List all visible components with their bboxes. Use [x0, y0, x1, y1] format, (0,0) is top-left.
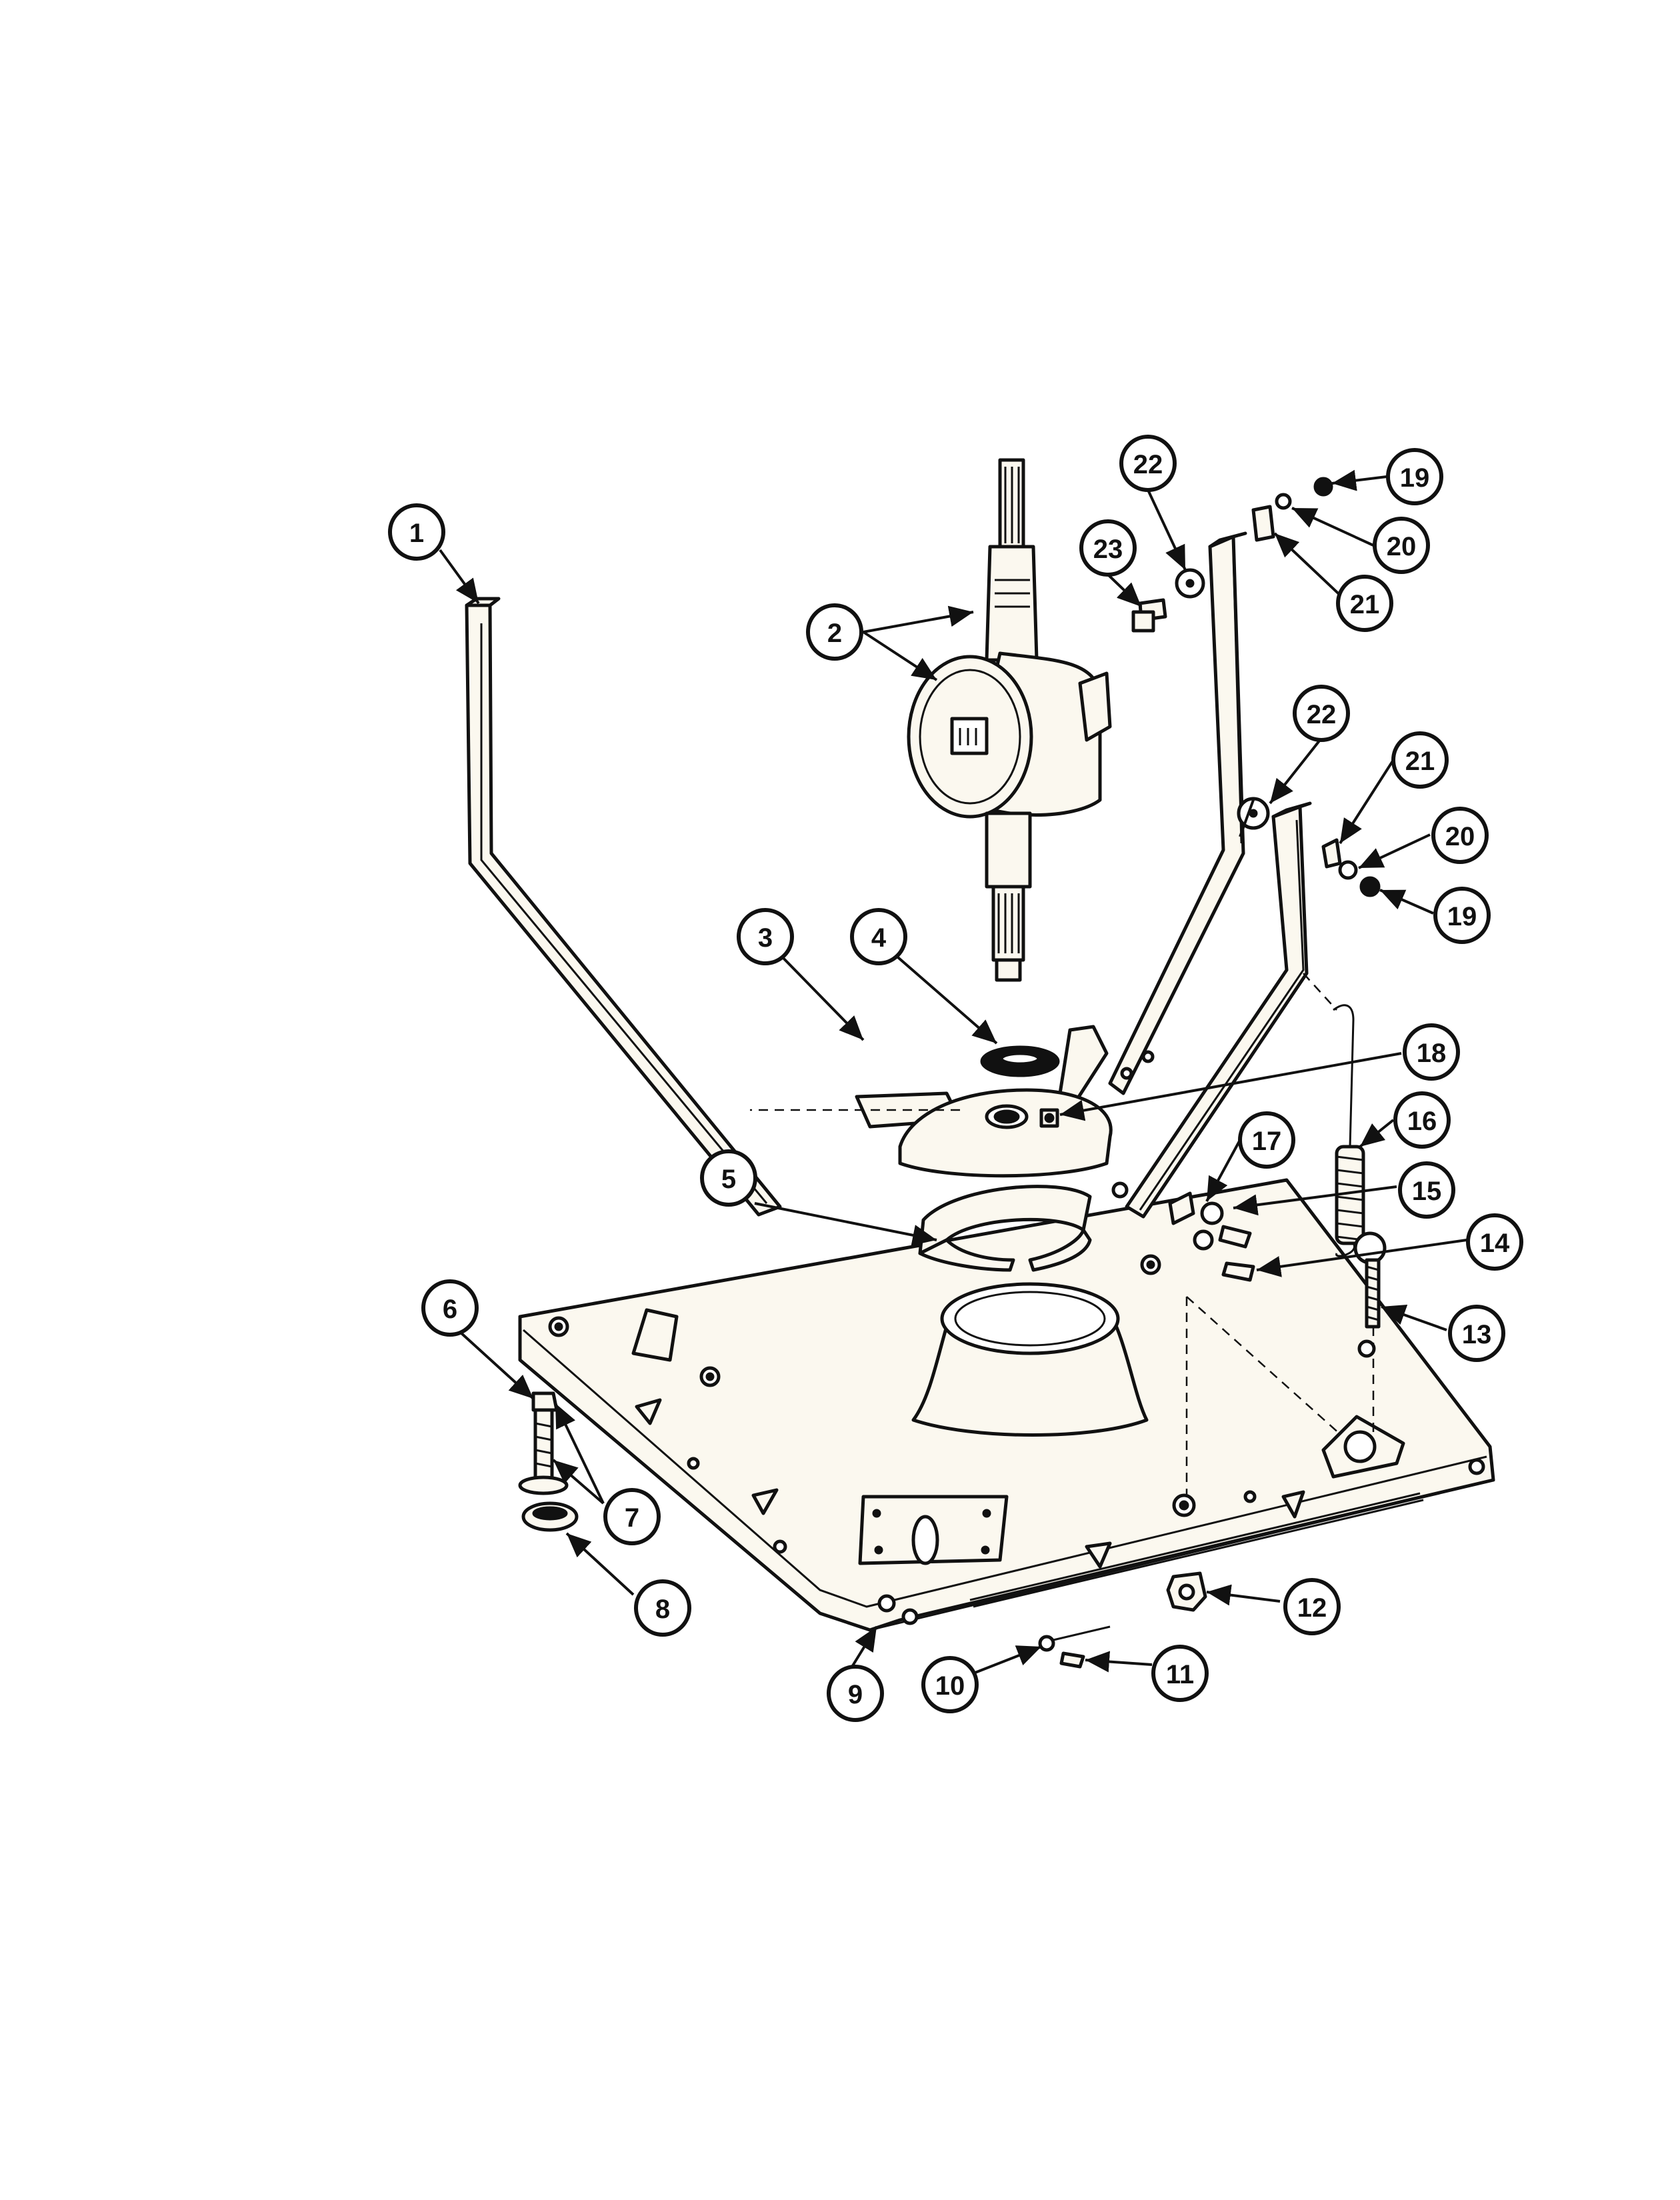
callout-21a: 21	[1336, 575, 1393, 632]
split-ring	[918, 1185, 1092, 1272]
callout-15: 15	[1398, 1161, 1455, 1219]
callout-circle	[806, 603, 863, 661]
front-right-strap	[1125, 801, 1337, 1219]
callout-13: 13	[1448, 1305, 1505, 1362]
callout-number: 20	[1387, 532, 1417, 561]
callout-18: 18	[1403, 1023, 1460, 1081]
callout-5: 5	[700, 1149, 757, 1207]
callout-7: 7	[603, 1488, 661, 1545]
callout-number: 22	[1133, 450, 1163, 479]
callout-number: 7	[625, 1503, 639, 1533]
callout-circle	[1119, 435, 1177, 492]
callout-circle	[421, 1279, 479, 1337]
callout-circle	[1391, 731, 1449, 789]
callout-20b: 20	[1431, 807, 1489, 864]
callout-number: 2	[827, 619, 842, 648]
callout-14: 14	[1466, 1213, 1523, 1271]
suspension-hub	[750, 1025, 1113, 1178]
callout-circle	[737, 908, 794, 965]
callout-circle	[1079, 519, 1137, 577]
leveling-leg	[518, 1391, 579, 1532]
callout-number: 19	[1400, 463, 1430, 493]
callout-number: 15	[1412, 1177, 1442, 1206]
callout-number: 16	[1407, 1107, 1437, 1136]
callout-circle	[850, 908, 907, 965]
base-plate	[518, 1178, 1495, 1632]
callout-circle	[1398, 1161, 1455, 1219]
callout-number: 23	[1093, 535, 1123, 564]
callout-8: 8	[634, 1579, 691, 1637]
callout-circle	[1238, 1111, 1295, 1169]
callout-16: 16	[1393, 1091, 1451, 1149]
callout-number: 9	[848, 1680, 863, 1709]
seal-ring	[980, 1045, 1060, 1077]
callout-19b: 19	[1433, 887, 1491, 944]
callout-circle	[700, 1149, 757, 1207]
callout-number: 10	[935, 1671, 965, 1701]
callout-number: 13	[1462, 1320, 1492, 1349]
callout-circle	[921, 1656, 979, 1713]
callout-circle	[1336, 575, 1393, 632]
callout-circle	[1403, 1023, 1460, 1081]
foot-nut	[1166, 1571, 1207, 1612]
callout-number: 18	[1417, 1039, 1447, 1068]
callout-number: 1	[409, 519, 424, 548]
spring	[1333, 1004, 1365, 1257]
callout-4: 4	[850, 908, 907, 965]
callout-22a: 22	[1119, 435, 1177, 492]
callout-3: 3	[737, 908, 794, 965]
callout-circle	[1448, 1305, 1505, 1362]
callout-21b: 21	[1391, 731, 1449, 789]
callout-11: 11	[1151, 1645, 1209, 1702]
callout-circle	[634, 1579, 691, 1637]
leader-lines	[439, 469, 1467, 1675]
callout-circle	[1293, 685, 1350, 742]
callout-number: 11	[1166, 1660, 1194, 1689]
callout-circle	[388, 503, 445, 561]
callout-17: 17	[1238, 1111, 1295, 1169]
eye-bolt	[1353, 1231, 1387, 1433]
callout-number: 6	[443, 1295, 457, 1324]
callout-number: 12	[1297, 1593, 1327, 1623]
callout-number: 20	[1445, 822, 1475, 851]
callout-number: 22	[1307, 700, 1337, 729]
callout-23: 23	[1079, 519, 1137, 577]
callout-circle	[1373, 517, 1430, 574]
callout-9: 9	[827, 1665, 884, 1722]
callout-circle	[1393, 1091, 1451, 1149]
callout-circle	[827, 1665, 884, 1722]
left-strap	[465, 597, 782, 1217]
rear-right-strap	[1108, 531, 1247, 1095]
callout-circle	[1386, 448, 1443, 505]
callout-10: 10	[921, 1656, 979, 1713]
callout-circle	[603, 1488, 661, 1545]
callout-circle	[1431, 807, 1489, 864]
callout-circle	[1283, 1578, 1341, 1635]
callout-12: 12	[1283, 1578, 1341, 1635]
transmission	[907, 458, 1112, 982]
callout-number: 3	[758, 923, 773, 953]
callout-number: 21	[1350, 590, 1380, 619]
callout-2: 2	[806, 603, 863, 661]
callout-number: 5	[721, 1165, 736, 1194]
callout-number: 19	[1447, 902, 1477, 931]
callout-1: 1	[388, 503, 445, 561]
callout-number: 4	[871, 923, 887, 953]
callout-number: 14	[1480, 1229, 1510, 1258]
callout-circle	[1466, 1213, 1523, 1271]
callout-19a: 19	[1386, 448, 1443, 505]
callout-number: 8	[655, 1595, 670, 1624]
callout-circle	[1433, 887, 1491, 944]
callout-number: 17	[1252, 1127, 1282, 1156]
callout-6: 6	[421, 1279, 479, 1337]
nut-clip	[1039, 1108, 1059, 1128]
ground-strap	[1038, 1625, 1111, 1669]
callout-22b: 22	[1293, 685, 1350, 742]
hardware-bracket	[1168, 1191, 1255, 1282]
callout-circle	[1151, 1645, 1209, 1702]
callout-20a: 20	[1373, 517, 1430, 574]
callout-number: 21	[1405, 747, 1435, 776]
